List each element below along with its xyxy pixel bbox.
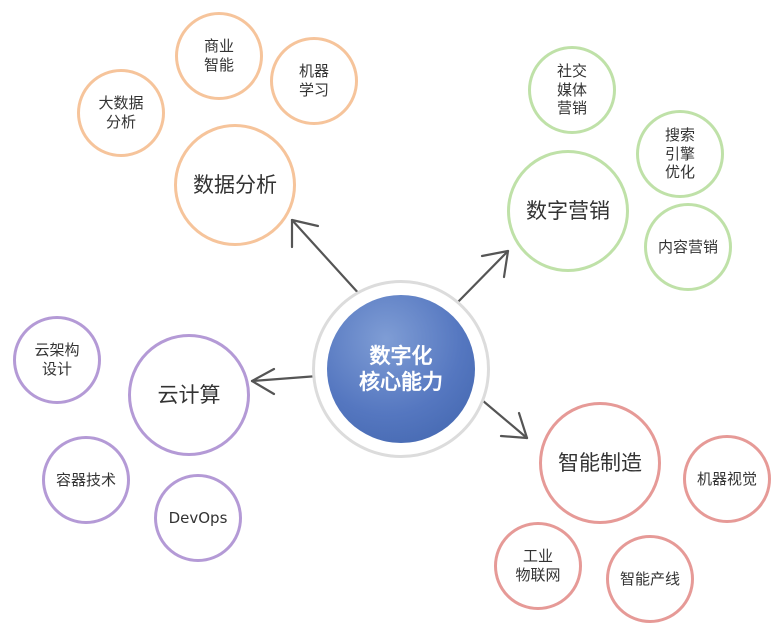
node-cloud-computing-label: 云计算 (157, 382, 221, 407)
node-cloud-architecture: 云架构 设计 (13, 316, 101, 404)
node-digital-marketing-label: 数字营销 (526, 198, 610, 223)
node-big-data-analysis-label: 大数据 分析 (98, 94, 144, 131)
node-social-media-marketing: 社交 媒体 营销 (528, 46, 616, 134)
node-industrial-iot: 工业 物联网 (494, 522, 582, 610)
node-smart-production-line: 智能产线 (606, 535, 694, 623)
node-container-tech: 容器技术 (42, 436, 130, 524)
arrow-to-cloud-computing (250, 367, 320, 396)
node-machine-learning-label: 机器 学习 (298, 62, 329, 99)
node-devops-label: DevOps (168, 508, 228, 527)
node-smart-production-line-label: 智能产线 (619, 569, 680, 588)
arrow-to-smart-manufacturing (474, 393, 529, 440)
center-node: 数字化 核心能力 (327, 295, 475, 443)
node-seo-label: 搜索 引擎 优化 (664, 125, 695, 182)
node-devops: DevOps (154, 474, 242, 562)
node-content-marketing-label: 内容营销 (657, 237, 718, 256)
node-social-media-marketing-label: 社交 媒体 营销 (556, 61, 587, 118)
node-industrial-iot-label: 工业 物联网 (515, 547, 561, 584)
node-seo: 搜索 引擎 优化 (636, 110, 724, 198)
node-machine-vision-label: 机器视觉 (696, 469, 757, 488)
arrow-to-digital-marketing (454, 249, 510, 306)
node-data-analysis: 数据分析 (174, 124, 296, 246)
node-digital-marketing: 数字营销 (507, 150, 629, 272)
node-machine-vision: 机器视觉 (683, 435, 771, 523)
node-smart-manufacturing-label: 智能制造 (558, 450, 642, 475)
node-business-intelligence-label: 商业 智能 (203, 37, 234, 74)
node-container-tech-label: 容器技术 (55, 470, 116, 489)
node-cloud-architecture-label: 云架构 设计 (34, 341, 80, 378)
arrow-to-data-analysis (290, 218, 363, 298)
center-label: 数字化 核心能力 (359, 343, 443, 394)
node-machine-learning: 机器 学习 (270, 37, 358, 125)
node-big-data-analysis: 大数据 分析 (77, 69, 165, 157)
node-data-analysis-label: 数据分析 (193, 172, 277, 197)
node-business-intelligence: 商业 智能 (175, 12, 263, 100)
node-smart-manufacturing: 智能制造 (539, 402, 661, 524)
node-cloud-computing: 云计算 (128, 334, 250, 456)
node-content-marketing: 内容营销 (644, 203, 732, 291)
